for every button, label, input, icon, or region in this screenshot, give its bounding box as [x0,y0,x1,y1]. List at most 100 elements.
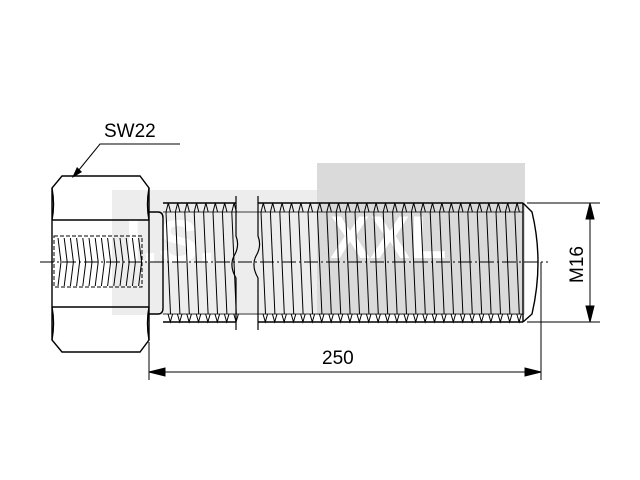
thread-flank-line [221,211,228,315]
thread-crest-bottom [384,313,391,324]
thread-crest-bottom [365,313,372,324]
thread-crest-bottom [488,313,494,324]
thread-crest-bottom [450,313,457,324]
thread-flank-line [316,211,323,315]
thread-crest-top [448,202,455,213]
thread-flank-line [457,211,464,315]
thread-flank-line [439,211,445,315]
thread-crest-top [326,202,332,213]
thread-crest-top [420,202,426,213]
watermark: I.S. XXL [112,163,525,315]
thread-crest-bottom [195,313,202,324]
internal-thread-zigzag [57,237,62,287]
thread-crest-top [335,202,342,213]
thread-crest-top [203,202,209,213]
length-dimension [148,262,542,380]
thread-crest-top [514,202,520,213]
hex-head-chamfer-top [51,187,150,221]
thread-crest-top [307,202,314,213]
shank-collar [149,211,164,315]
thread-crest-top [288,202,295,213]
thread-crest-bottom [356,313,363,324]
thread-flank-line [495,211,501,315]
internal-thread-zigzag [100,237,105,287]
thread-crest-top [457,202,464,213]
thread-flank-line [410,211,417,315]
thread-crest-bottom [412,313,419,324]
thread-crest-bottom [375,313,381,324]
internal-thread-bore [53,235,143,288]
thread-crest-bottom [431,313,438,324]
thread-crest-top [298,202,304,213]
thread-flank-line [467,211,473,315]
thread-crest-bottom [186,313,192,324]
thread-crest-top [212,202,219,213]
thread-flank-line [401,211,407,315]
internal-thread-zigzag [94,237,99,287]
thread-crest-top [429,202,436,213]
thread-crest-bottom [205,313,211,324]
thread-crest-top [467,202,473,213]
thread-crest-bottom [403,313,410,324]
thread-crest-bottom [506,313,513,324]
thread-flank-line [203,211,209,315]
thread-flank-line [420,211,426,315]
thread-flank-line [260,211,266,315]
thread-crest-bottom [309,313,316,324]
thread-flank-line [307,211,313,315]
thread-crest-top [410,202,417,213]
thread-crest-top [504,202,511,213]
break-line-left [231,196,239,330]
thread-crest-bottom [176,313,183,324]
thread-flank-line [174,211,181,315]
thread-crest-top [260,202,267,213]
thread-crest-bottom [441,313,447,324]
thread-flank-line [279,211,285,315]
thread-flank-line [354,211,360,315]
thread-crest-top [476,202,483,213]
thread-crest-bottom [271,313,278,324]
thread-crest-top [486,202,492,213]
thread-flank-line [373,211,379,315]
thread-crest-bottom [469,313,475,324]
thread-crest-bottom [516,313,522,324]
break-marks [231,196,261,330]
thread-flank-line [165,211,171,315]
wrench-size-label: SW22 [104,121,156,142]
thread-crest-top [269,202,276,213]
thread-crest-top [221,202,228,213]
thread-flank-line [326,211,332,315]
threaded-shank [149,202,539,323]
length-label: 250 [322,348,354,369]
thread-crest-top [279,202,285,213]
thread-crest-bottom [290,313,297,324]
thread-crest-top [401,202,408,213]
thread-crest-top [392,202,398,213]
hex-head-chamfer-bottom [51,306,150,341]
watermark-text-right: XXL [330,204,447,271]
thread-flank-line [486,211,492,315]
thread-crest-bottom [422,313,428,324]
thread-crest-bottom [328,313,334,324]
thread-flank-line [184,211,190,315]
thread-crest-bottom [394,313,400,324]
thread-flank-line [288,211,295,315]
thread-crest-top [495,202,502,213]
thread-flank-line [392,211,398,315]
thread-flank-line [193,211,200,315]
thread-flank-line [335,211,342,315]
thread-crest-top [439,202,445,213]
thread-crest-top [354,202,361,213]
thread-crest-bottom [214,313,221,324]
watermark-text-left: I.S. [125,208,215,275]
thread-crest-top [174,202,181,213]
thread-flank-line [382,211,389,315]
thread-flank-line [212,211,218,315]
thread-flank-line [345,211,351,315]
thread-crest-bottom [337,313,344,324]
length-arrow-left [148,367,166,377]
thread-crest-top [382,202,389,213]
length-arrow-right [524,367,542,377]
thread-flank-line [514,211,520,315]
